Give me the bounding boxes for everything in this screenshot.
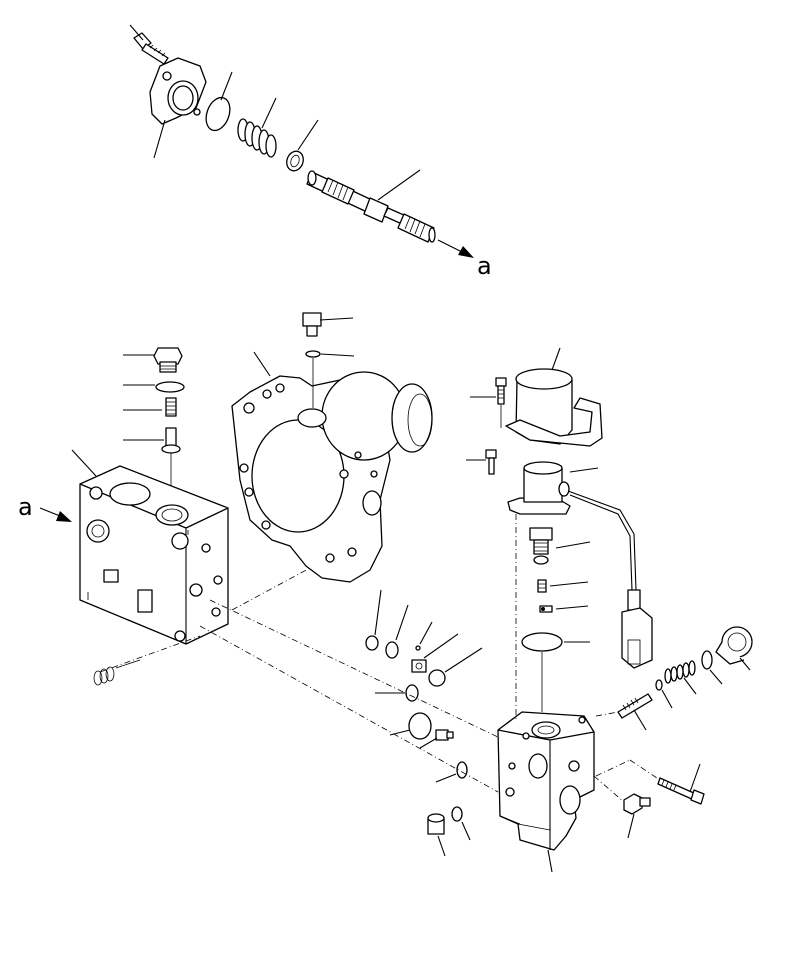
left-plug[interactable] bbox=[153, 347, 183, 373]
top-spool[interactable] bbox=[306, 170, 436, 243]
housing-oring[interactable] bbox=[305, 350, 321, 358]
left-stack bbox=[123, 347, 185, 500]
top-ring[interactable] bbox=[284, 149, 306, 173]
solenoid-valve[interactable] bbox=[507, 461, 571, 515]
faint-spring bbox=[93, 659, 141, 686]
center-ball[interactable] bbox=[415, 645, 421, 651]
center-oring-5[interactable] bbox=[456, 761, 468, 779]
center-oring-2[interactable] bbox=[428, 669, 446, 687]
left-oring[interactable] bbox=[155, 381, 185, 393]
center-plug[interactable] bbox=[435, 729, 454, 741]
long-bolt[interactable] bbox=[657, 777, 705, 805]
right-big-oring[interactable] bbox=[521, 632, 563, 652]
side-spring[interactable] bbox=[664, 660, 696, 684]
cover-screw[interactable] bbox=[495, 377, 507, 405]
left-valve-pin[interactable] bbox=[161, 427, 181, 454]
left-spring[interactable] bbox=[165, 397, 177, 417]
solenoid-cover[interactable] bbox=[505, 368, 603, 447]
assembly-lines bbox=[99, 514, 661, 803]
side-spool[interactable] bbox=[617, 693, 653, 719]
valve-cartridge[interactable] bbox=[529, 527, 553, 565]
bottom-oring[interactable] bbox=[451, 806, 463, 822]
ref-label-a-top: a bbox=[477, 252, 492, 280]
bottom-fitting[interactable] bbox=[623, 793, 651, 815]
center-ring-1[interactable] bbox=[365, 635, 379, 651]
top-oring[interactable] bbox=[202, 94, 234, 133]
top-assembly: a bbox=[129, 24, 492, 280]
small-pin[interactable] bbox=[539, 605, 553, 613]
solenoid-screw[interactable] bbox=[485, 449, 497, 475]
right-side-plug[interactable] bbox=[715, 626, 753, 665]
top-spring[interactable] bbox=[237, 118, 277, 158]
right-valve-block[interactable] bbox=[497, 711, 595, 851]
top-flange[interactable] bbox=[149, 57, 207, 125]
side-oring[interactable] bbox=[701, 650, 713, 670]
ref-label-a-left: a bbox=[18, 493, 33, 521]
center-oring-3[interactable] bbox=[405, 684, 419, 702]
pump-housing[interactable] bbox=[231, 371, 433, 583]
top-bolt[interactable] bbox=[133, 32, 169, 65]
left-valve-block[interactable] bbox=[79, 465, 229, 645]
solenoid-connector[interactable] bbox=[621, 589, 653, 669]
small-spring[interactable] bbox=[537, 579, 547, 593]
side-ring[interactable] bbox=[655, 679, 663, 691]
center-oring-4[interactable] bbox=[408, 712, 432, 740]
bottom-plug[interactable] bbox=[427, 813, 445, 835]
center-nut[interactable] bbox=[411, 659, 427, 673]
housing-plug[interactable] bbox=[302, 312, 322, 337]
center-oring-1[interactable] bbox=[385, 641, 399, 659]
